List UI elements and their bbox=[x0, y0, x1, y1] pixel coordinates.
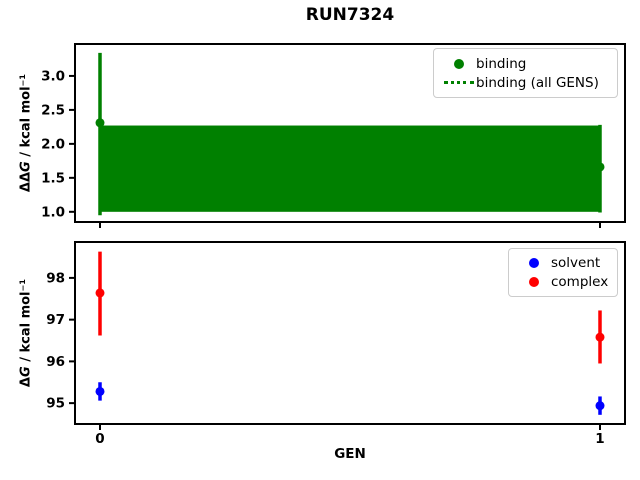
complex-marker-icon bbox=[529, 276, 539, 287]
legend-label: solvent bbox=[551, 255, 601, 272]
legend-glyph-cell bbox=[517, 258, 551, 269]
y-tick-label: 3.0 bbox=[41, 68, 65, 84]
y-tick-label: 97 bbox=[46, 312, 65, 328]
y-tick-label: 96 bbox=[46, 354, 65, 370]
figure-title: RUN7324 bbox=[305, 5, 395, 25]
legend-item-complex: complex bbox=[517, 273, 609, 292]
ylabel-units: / kcal mol⁻¹ bbox=[18, 73, 34, 162]
y-tick-label: 1.5 bbox=[41, 170, 65, 186]
ylabel-variable: G bbox=[18, 161, 34, 172]
legend-glyph-cell bbox=[517, 276, 551, 287]
legend-glyph-cell bbox=[442, 58, 476, 69]
legend-glyph-cell bbox=[442, 81, 476, 84]
ylabel-variable: G bbox=[18, 366, 34, 378]
data-point-binding bbox=[595, 162, 605, 172]
data-point-solvent bbox=[95, 386, 105, 396]
x-axis-label: GEN bbox=[334, 446, 366, 462]
x-tick-label: 1 bbox=[595, 431, 604, 447]
y-tick-label: 1.0 bbox=[41, 204, 65, 220]
data-point-solvent bbox=[595, 401, 605, 411]
legend-item-binding-all-gens: binding (all GENS) bbox=[442, 73, 609, 92]
legend-binding: binding binding (all GENS) bbox=[433, 48, 618, 98]
data-point-complex bbox=[595, 332, 605, 342]
legend-label: complex bbox=[551, 273, 609, 290]
uncertainty-band bbox=[100, 125, 600, 212]
data-point-binding bbox=[95, 118, 105, 128]
y-tick-label: 95 bbox=[46, 396, 65, 412]
ylabel-prefix: ΔΔ bbox=[18, 171, 34, 193]
solvent-marker-icon bbox=[529, 258, 539, 269]
y-tick-label: 2.0 bbox=[41, 136, 65, 152]
legend-label: binding bbox=[476, 55, 527, 72]
legend-dg: solvent complex bbox=[508, 248, 618, 297]
axes-box bbox=[74, 241, 626, 425]
legend-label: binding (all GENS) bbox=[476, 74, 599, 91]
dotted-line-icon bbox=[444, 81, 474, 84]
axes-box bbox=[74, 43, 626, 223]
y-axis-label-binding: ΔΔG / kcal mol⁻¹ bbox=[19, 74, 34, 192]
legend-item-binding: binding bbox=[442, 54, 609, 73]
y-axis-label-dg: ΔG / kcal mol⁻¹ bbox=[19, 279, 34, 387]
ylabel-prefix: Δ bbox=[18, 377, 34, 388]
legend-item-solvent: solvent bbox=[517, 254, 609, 273]
x-tick-label: 0 bbox=[95, 431, 104, 447]
y-tick-label: 98 bbox=[46, 270, 65, 286]
binding-marker-icon bbox=[454, 58, 464, 69]
data-point-complex bbox=[95, 288, 105, 298]
ylabel-units: / kcal mol⁻¹ bbox=[18, 278, 34, 367]
y-tick-label: 2.5 bbox=[41, 102, 65, 118]
